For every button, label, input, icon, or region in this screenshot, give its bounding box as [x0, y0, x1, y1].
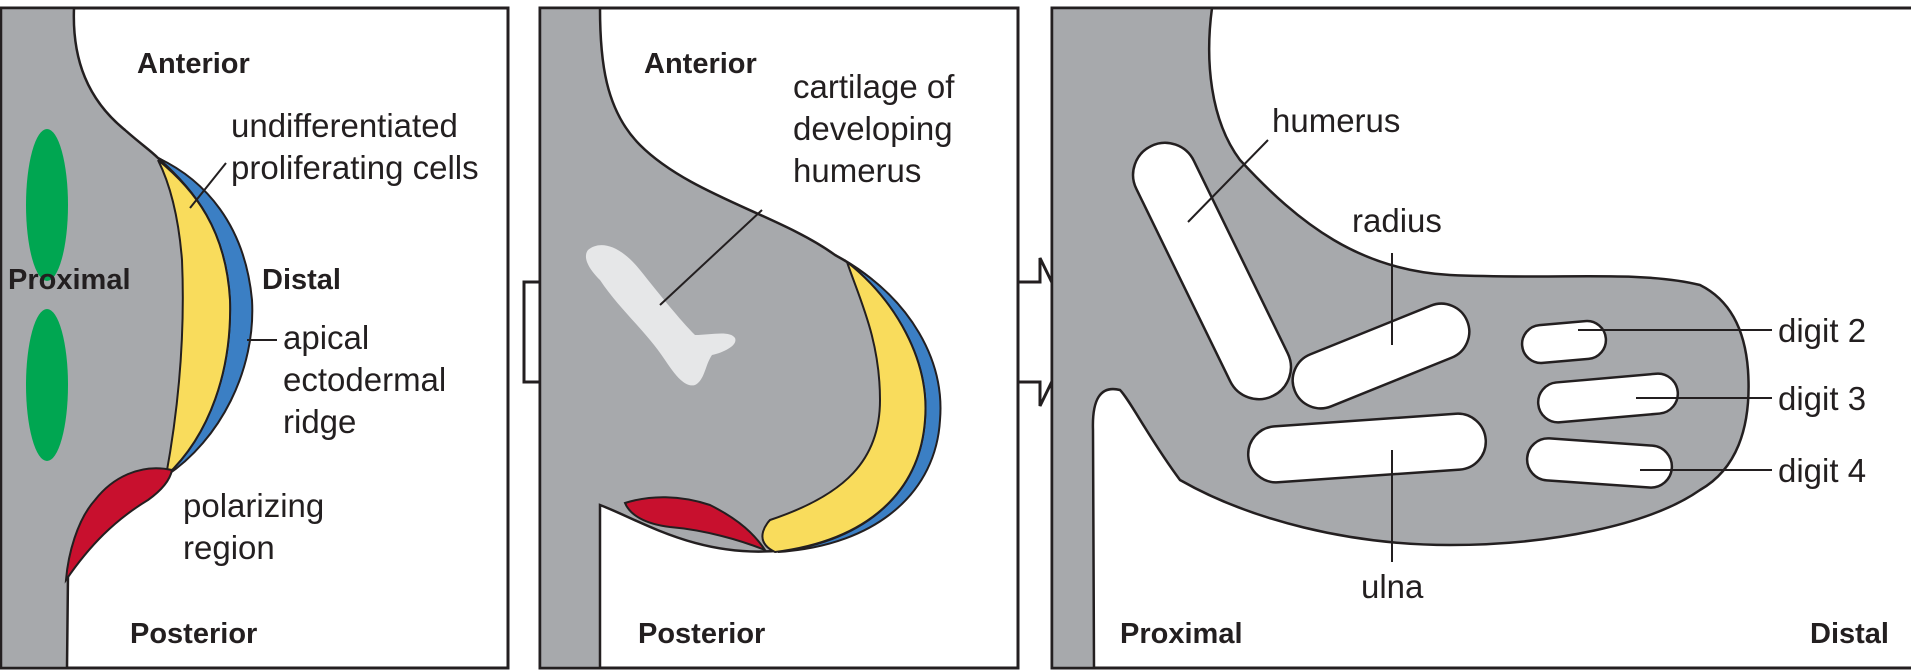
label-proximal-1: Proximal: [8, 264, 131, 296]
label-humerus: humerus: [1272, 102, 1400, 139]
label-digit-3: digit 3: [1778, 380, 1866, 417]
label-digit-2: digit 2: [1778, 312, 1866, 349]
label-anterior-2: Anterior: [644, 48, 757, 80]
proximal-marker-lower: [26, 309, 68, 461]
panel-skeletal-elements: humerus radius ulna digit 2 digit 3 digi…: [1052, 8, 1911, 668]
label-distal-1: Distal: [262, 264, 341, 296]
label-posterior-1: Posterior: [130, 618, 257, 650]
digit-2-bone: [1521, 319, 1608, 364]
panel-cartilage-stage: Anterior Posterior cartilage of developi…: [540, 8, 1018, 668]
digit-4-bone: [1526, 437, 1674, 489]
label-digit-4: digit 4: [1778, 452, 1866, 489]
label-posterior-2: Posterior: [638, 618, 765, 650]
panel-early-limb-bud: Anterior Proximal Distal Posterior undif…: [1, 8, 508, 668]
label-radius: radius: [1352, 202, 1442, 239]
label-distal-3: Distal: [1810, 618, 1889, 650]
label-proximal-3: Proximal: [1120, 618, 1243, 650]
proximal-marker-upper: [26, 129, 68, 281]
label-ulna: ulna: [1361, 568, 1424, 605]
label-anterior-1: Anterior: [137, 48, 250, 80]
